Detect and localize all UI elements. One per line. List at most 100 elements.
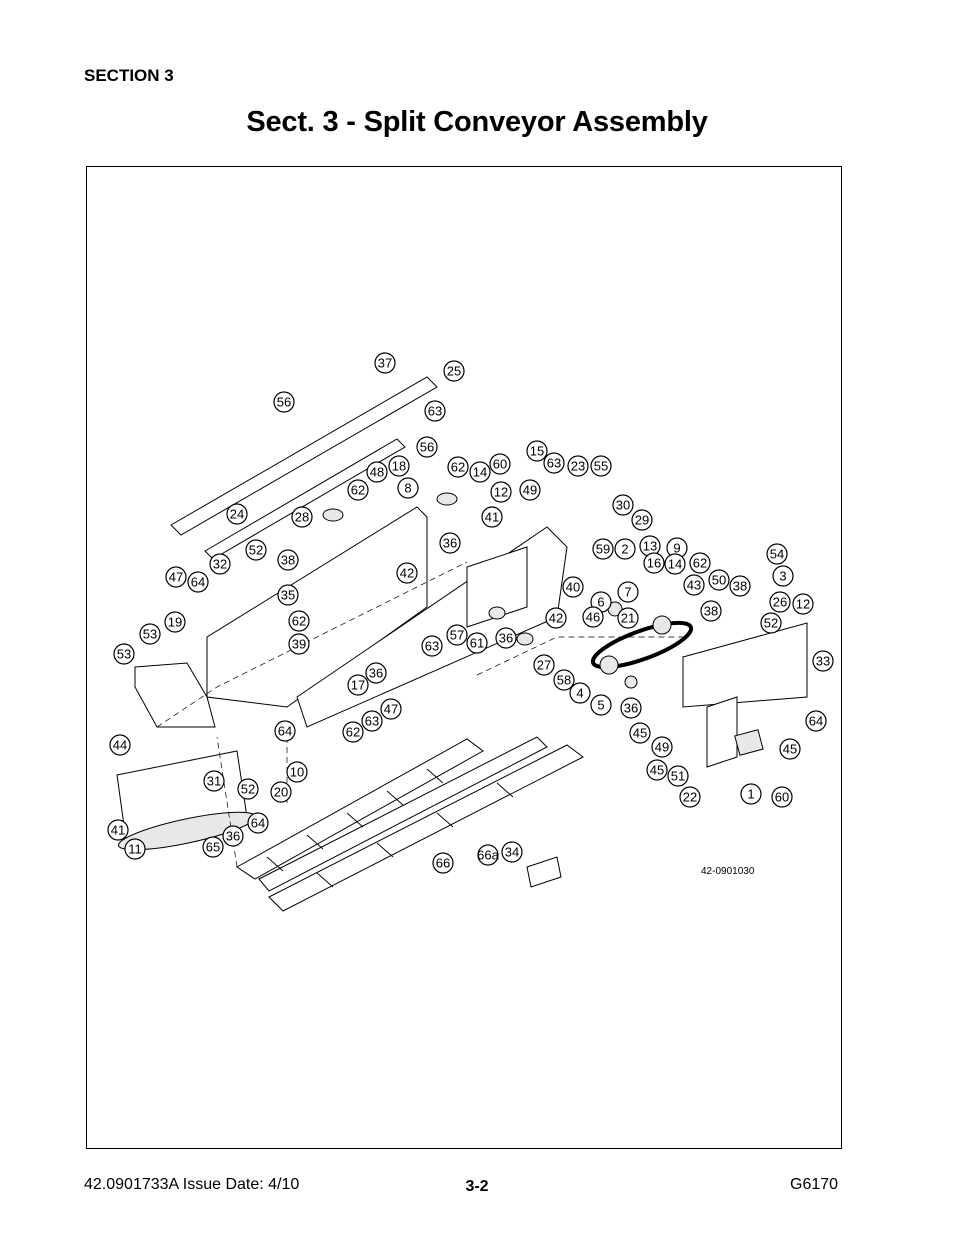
callout-label: 35 (281, 588, 295, 603)
callout-label: 66 (436, 856, 450, 871)
callout-label: 4 (576, 686, 583, 701)
callout-label: 12 (494, 485, 508, 500)
callout-63: 63 (361, 710, 383, 732)
callout-label: 38 (704, 604, 718, 619)
callout-4: 4 (569, 682, 591, 704)
callout-22: 22 (679, 786, 701, 808)
callout-label: 8 (404, 481, 411, 496)
callout-label: 14 (668, 557, 682, 572)
callout-62: 62 (288, 610, 310, 632)
callout-label: 43 (687, 578, 701, 593)
callout-43: 43 (683, 574, 705, 596)
callout-47: 47 (165, 566, 187, 588)
callout-label: 62 (693, 556, 707, 571)
callout-11: 11 (124, 838, 146, 860)
callout-46: 46 (582, 606, 604, 628)
callout-label: 11 (128, 842, 142, 857)
callout-label: 21 (621, 611, 635, 626)
callout-62: 62 (689, 552, 711, 574)
callout-label: 59 (596, 542, 610, 557)
callout-label: 26 (773, 595, 787, 610)
callout-52: 52 (237, 778, 259, 800)
callout-label: 36 (443, 536, 457, 551)
callout-66a: 66a (477, 844, 500, 866)
page-title: Sect. 3 - Split Conveyor Assembly (246, 106, 708, 138)
callout-label: 16 (647, 556, 661, 571)
callout-label: 41 (485, 510, 499, 525)
callout-23: 23 (567, 455, 589, 477)
callout-label: 53 (143, 627, 157, 642)
callout-label: 46 (586, 610, 600, 625)
callout-16: 16 (643, 552, 665, 574)
callout-label: 15 (530, 444, 544, 459)
callout-55: 55 (590, 455, 612, 477)
callout-53: 53 (139, 623, 161, 645)
callout-25: 25 (443, 360, 465, 382)
callout-label: 33 (816, 654, 830, 669)
callout-57: 57 (446, 624, 468, 646)
callout-label: 12 (796, 597, 810, 612)
callout-5: 5 (590, 694, 612, 716)
callout-31: 31 (203, 770, 225, 792)
callout-label: 56 (277, 395, 291, 410)
callout-45: 45 (629, 722, 651, 744)
callout-49: 49 (651, 736, 673, 758)
callout-59: 59 (592, 538, 614, 560)
callout-64: 64 (805, 710, 827, 732)
callout-label: 2 (621, 542, 628, 557)
callout-65: 65 (202, 836, 224, 858)
callout-38: 38 (729, 575, 751, 597)
callout-label: 39 (292, 637, 306, 652)
callout-label: 47 (169, 570, 183, 585)
callout-label: 38 (733, 579, 747, 594)
callout-label: 45 (633, 726, 647, 741)
callout-64: 64 (187, 571, 209, 593)
callout-33: 33 (812, 650, 834, 672)
callout-50: 50 (708, 569, 730, 591)
callout-label: 63 (428, 404, 442, 419)
callout-label: 63 (425, 639, 439, 654)
callout-14: 14 (664, 553, 686, 575)
callout-label: 36 (369, 666, 383, 681)
callout-label: 49 (523, 483, 537, 498)
callout-15: 15 (526, 440, 548, 462)
callout-label: 19 (168, 615, 182, 630)
callout-62: 62 (347, 479, 369, 501)
callout-label: 29 (635, 513, 649, 528)
callout-label: 1 (747, 787, 754, 802)
callout-label: 6 (597, 595, 604, 610)
callout-label: 49 (655, 740, 669, 755)
callout-label: 53 (117, 647, 131, 662)
callout-36: 36 (620, 697, 642, 719)
callout-label: 62 (351, 483, 365, 498)
callout-28: 28 (291, 506, 313, 528)
callout-53: 53 (113, 643, 135, 665)
callout-label: 18 (392, 459, 406, 474)
callout-label: 45 (650, 763, 664, 778)
callout-12: 12 (792, 593, 814, 615)
callout-61: 61 (466, 632, 488, 654)
callout-56: 56 (416, 436, 438, 458)
callout-label: 14 (473, 465, 487, 480)
callout-label: 64 (809, 714, 823, 729)
callout-label: 30 (616, 498, 630, 513)
callout-60: 60 (489, 453, 511, 475)
callout-label: 52 (241, 782, 255, 797)
callout-label: 20 (274, 785, 288, 800)
callout-label: 36 (499, 631, 513, 646)
callout-label: 52 (249, 543, 263, 558)
callout-label: 54 (770, 547, 784, 562)
callout-36: 36 (495, 627, 517, 649)
callout-54: 54 (766, 543, 788, 565)
callout-34: 34 (501, 841, 523, 863)
callout-label: 47 (384, 702, 398, 717)
callout-39: 39 (288, 633, 310, 655)
callout-52: 52 (760, 612, 782, 634)
callout-30: 30 (612, 494, 634, 516)
callout-19: 19 (164, 611, 186, 633)
callout-52: 52 (245, 539, 267, 561)
callout-7: 7 (617, 581, 639, 603)
